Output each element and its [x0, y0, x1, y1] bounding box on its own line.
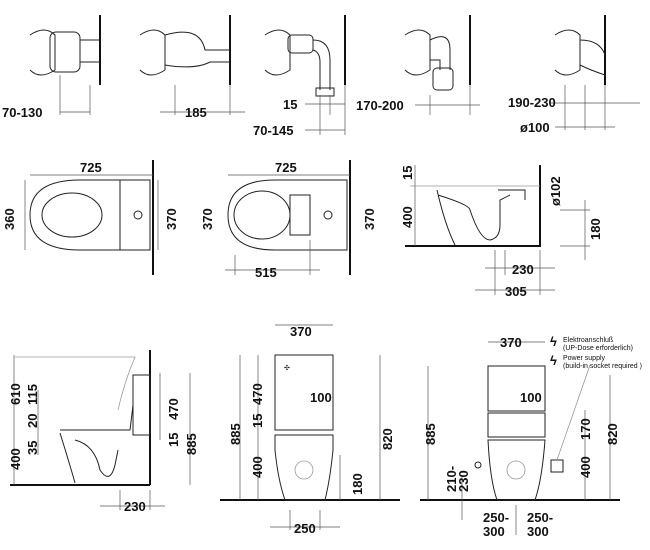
dim-230: 230 — [512, 262, 534, 277]
dim-820: 820 — [380, 428, 395, 450]
dim-370-right: 370 — [362, 208, 377, 230]
dim-370-left: 370 — [200, 208, 215, 230]
dim-250: 250 — [294, 521, 316, 536]
dim-370: 370 — [164, 208, 179, 230]
note-de-line2: (UP-Dose erforderlich) — [563, 345, 633, 352]
dim-360: 360 — [2, 208, 17, 230]
connection-variant-1: 70-130 — [2, 15, 101, 120]
side-section-view: 15 400 ø102 180 230 305 — [400, 165, 603, 299]
dim-15-side: 15 — [400, 166, 415, 180]
top-view-2: 725 370 370 515 — [200, 160, 377, 280]
dim-100: 100 — [310, 390, 332, 405]
connection-variant-2: 185 — [139, 15, 245, 120]
dim-300-left: 300 — [483, 524, 505, 539]
dim-400-seat: 400 — [8, 448, 23, 470]
dim-230-seat: 230 — [124, 499, 146, 514]
dim-515: 515 — [255, 265, 277, 280]
top-view-1: 725 360 370 — [2, 160, 179, 275]
dim-180: 180 — [588, 218, 603, 240]
lightning-icon: ϟ — [550, 353, 557, 368]
note-de-line1: Elektroanschluß — [563, 337, 613, 344]
side-view-with-seat: 610 115 20 35 400 470 15 885 230 — [8, 350, 199, 514]
front-view-2: 370 ϟ Elektroanschluß (UP-Dose erforderl… — [420, 334, 642, 539]
flush-mark-icon: ✣ — [284, 364, 290, 372]
dim-470: 470 — [166, 398, 181, 420]
dim-250-right: 250- — [527, 510, 553, 525]
dim-185: 185 — [185, 105, 207, 120]
dim-190-230: 190-230 — [508, 95, 556, 110]
dim-70-145: 70-145 — [253, 123, 293, 138]
dim-15: 15 — [283, 97, 297, 112]
dim-885: 885 — [184, 433, 199, 455]
dim-115: 115 — [25, 384, 40, 405]
dim-820-front2: 820 — [605, 423, 620, 445]
connection-variant-4: 170-200 — [356, 15, 480, 115]
dim-70-130: 70-130 — [2, 105, 42, 120]
note-en-line1: Power supply — [563, 355, 606, 362]
lightning-icon: ϟ — [550, 334, 557, 349]
power-supply-note: ϟ Elektroanschluß (UP-Dose erforderlich)… — [550, 334, 642, 370]
dim-885-front2: 885 — [423, 423, 438, 445]
dim-725: 725 — [80, 160, 102, 175]
dim-20: 20 — [25, 414, 40, 428]
dim-400-front2: 400 — [578, 456, 593, 478]
dim-15-front: 15 — [250, 414, 265, 428]
dim-35: 35 — [25, 441, 40, 455]
dim-470-front: 470 — [250, 383, 265, 405]
note-en-line2: (build-in socket required ) — [563, 363, 642, 370]
dim-210: 210- — [444, 466, 459, 492]
connection-variant-3: 15 70-145 — [253, 15, 346, 138]
dim-370-front2: 370 — [500, 335, 522, 350]
dim-170-200: 170-200 — [356, 98, 404, 113]
dim-400-side: 400 — [400, 206, 415, 228]
dim-300-right: 300 — [527, 524, 549, 539]
dim-885-front: 885 — [228, 423, 243, 445]
dim-370-front: 370 — [290, 324, 312, 339]
dim-15-seat: 15 — [166, 433, 181, 447]
dim-170: 170 — [578, 418, 593, 440]
connection-variant-5: 190-230 ø100 — [508, 15, 640, 135]
dim-o100: ø100 — [520, 120, 550, 135]
dim-230-front2: 230 — [456, 470, 471, 492]
dim-100-front2: 100 — [520, 390, 542, 405]
dim-400-front: 400 — [250, 456, 265, 478]
dim-180-front: 180 — [350, 473, 365, 495]
dim-o102: ø102 — [548, 176, 563, 206]
dim-305: 305 — [505, 284, 527, 299]
dim-725-b: 725 — [275, 160, 297, 175]
front-view-1: ✣ 370 885 470 15 100 820 400 180 250 — [220, 324, 400, 536]
dim-250-left: 250- — [483, 510, 509, 525]
dim-610: 610 — [8, 383, 23, 405]
